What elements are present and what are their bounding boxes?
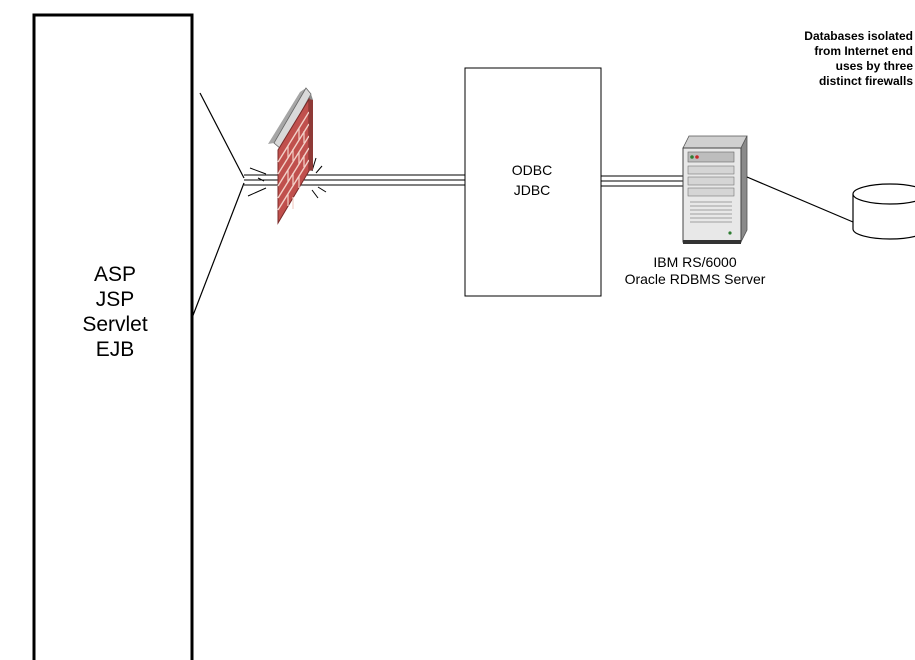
cable-bundle-left [244, 175, 466, 185]
server-caption: IBM RS/6000 Oracle RDBMS Server [580, 254, 810, 288]
brick-firewall-icon [268, 88, 313, 223]
app-tier-label-ejb: EJB [38, 337, 192, 362]
app-tier-label-asp: ASP [38, 262, 192, 287]
connector-db [747, 177, 853, 222]
note-line-1: Databases isolated [735, 29, 913, 44]
app-tier-labels: ASP JSP Servlet EJB [38, 262, 192, 362]
middleware-labels: ODBC JDBC [464, 160, 600, 200]
note-line-4: distinct firewalls [735, 74, 913, 89]
server-tower-icon [683, 136, 747, 244]
connector-lower [192, 183, 244, 318]
app-tier-label-jsp: JSP [38, 287, 192, 312]
app-tier-label-servlet: Servlet [38, 312, 192, 337]
server-caption-model: IBM RS/6000 [580, 254, 810, 271]
middleware-label-jdbc: JDBC [464, 180, 600, 200]
database-cylinder-icon [853, 184, 915, 239]
server-caption-role: Oracle RDBMS Server [580, 271, 810, 288]
cable-bundle-right [601, 176, 683, 186]
connector-upper [200, 93, 244, 178]
middleware-label-odbc: ODBC [464, 160, 600, 180]
isolation-note: Databases isolated from Internet end use… [735, 29, 915, 89]
note-line-2: from Internet end [735, 44, 913, 59]
note-line-3: uses by three [735, 59, 913, 74]
